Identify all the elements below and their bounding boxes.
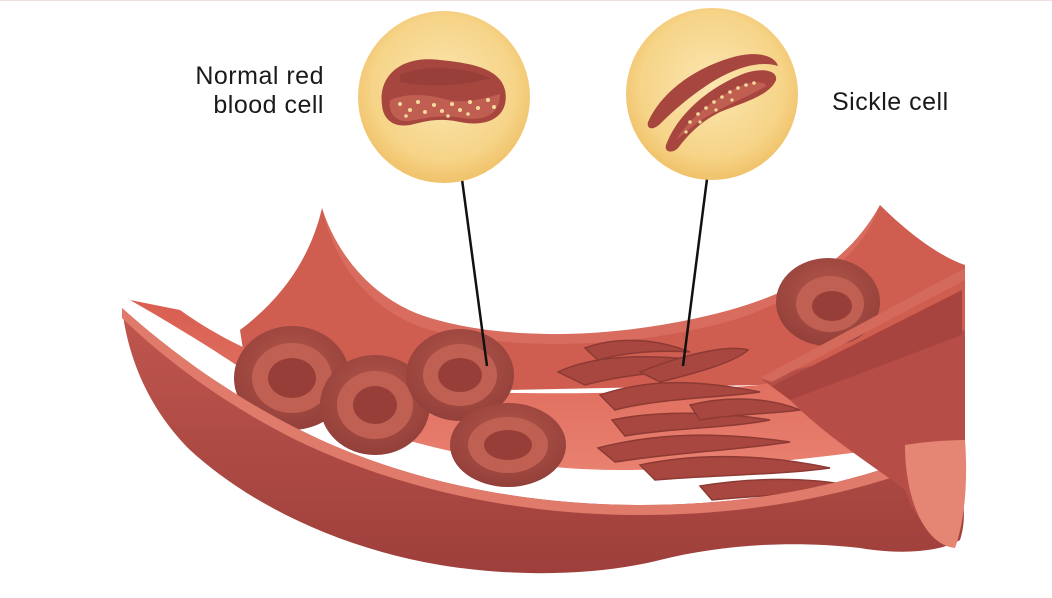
sickle-cell (638, 455, 831, 481)
sickle-cell (638, 347, 750, 383)
normal-label-line-2: blood cell (213, 91, 324, 119)
normal-cell-4 (450, 403, 566, 487)
normal-label-line-1: Normal red (195, 62, 324, 90)
normal-cell-3 (406, 329, 514, 421)
normal-red-blood-cell-label: Normal red blood cell (172, 62, 324, 120)
sickle-cells (556, 339, 863, 501)
sickle-cell-label: Sickle cell (832, 88, 949, 116)
normal-cell-5 (776, 258, 880, 346)
vessel-branch-rim (760, 268, 965, 382)
sickle-cell (610, 412, 771, 437)
vessel-branch-inner (772, 290, 962, 400)
vessel-end-opening (905, 440, 967, 548)
sickle-cell (688, 398, 803, 421)
sickle-cell-icon (626, 8, 798, 180)
top-border (0, 0, 1052, 1)
normal-cell-2 (320, 355, 430, 455)
normal-red-blood-cell-icon (358, 11, 530, 183)
sickle-cell (596, 434, 791, 463)
vessel-back-highlight (322, 205, 880, 344)
vessel-floor (130, 300, 965, 470)
sickle-cell (598, 381, 761, 411)
sickle-cell (583, 339, 691, 361)
